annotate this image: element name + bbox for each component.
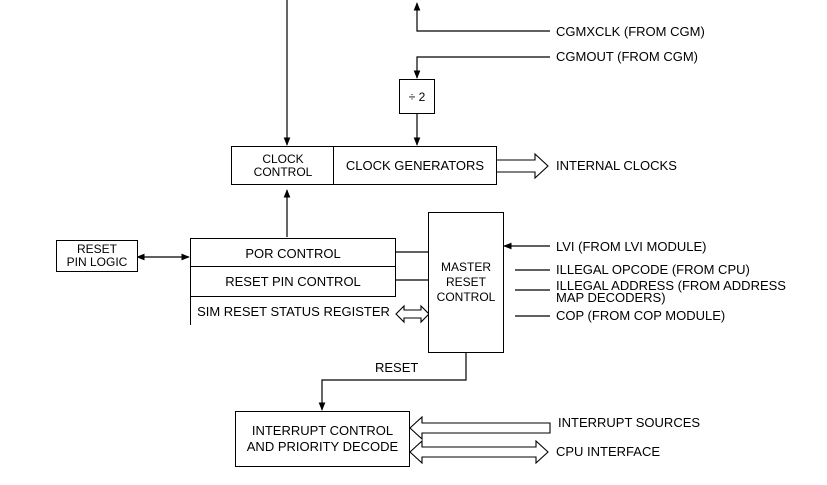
cpu-interface-arrow (409, 439, 549, 465)
clock-control-line-1: CLOCK (262, 151, 304, 166)
reset-pin-control-label: RESET PIN CONTROL (225, 274, 361, 289)
clock-generators-label: CLOCK GENERATORS (345, 158, 485, 173)
divide-by-two-block: ÷ 2 (399, 79, 435, 114)
reset-pin-logic-line-2: PIN LOGIC (66, 255, 128, 269)
cgmxclk-label: CGMXCLK (FROM CGM) (556, 24, 705, 39)
sim-status-bus-arrow (395, 304, 430, 324)
interrupt-sources-label: INTERRUPT SOURCES (558, 415, 701, 430)
reset-output-line (318, 352, 467, 411)
interrupt-line-1: INTERRUPT CONTROL (251, 423, 394, 438)
internal-clocks-arrow (495, 152, 549, 180)
master-reset-control-block: MASTER RESET CONTROL (428, 212, 504, 353)
sim-reset-status-block: SIM RESET STATUS REGISTER (190, 296, 396, 325)
cop-label: COP (FROM COP MODULE) (556, 308, 726, 323)
cgmout-line (413, 56, 550, 79)
illegal-opcode-label: ILLEGAL OPCODE (FROM CPU) (556, 262, 750, 277)
clock-control-line-2: CONTROL (253, 164, 313, 179)
clock-generators-block: CLOCK GENERATORS (333, 146, 497, 185)
master-reset-line-1: MASTER (440, 260, 491, 274)
master-reset-line-3: CONTROL (436, 290, 496, 304)
internal-clocks-label: INTERNAL CLOCKS (556, 158, 677, 173)
reset-pin-logic-line-1: RESET (76, 242, 117, 256)
illegal-address-label-2: MAP DECODERS) (556, 290, 666, 305)
por-control-label: POR CONTROL (245, 245, 341, 261)
reset-pin-control-block: RESET PIN CONTROL (190, 266, 396, 297)
cgmxclk-line (413, 2, 550, 32)
interrupt-sources-arrow (409, 415, 551, 441)
sim-reset-status-label: SIM RESET STATUS REGISTER (197, 303, 390, 319)
master-reset-line-2: RESET (445, 275, 486, 289)
clock-control-block: CLOCK CONTROL (231, 146, 335, 185)
cpu-interface-label: CPU INTERFACE (556, 444, 661, 459)
reset-pin-logic-block: RESET PIN LOGIC (56, 240, 138, 272)
illegal-address-label-1: ILLEGAL ADDRESS (FROM ADDRESS (556, 278, 786, 293)
interrupt-control-block: INTERRUPT CONTROL AND PRIORITY DECODE (235, 411, 410, 467)
reset-label: RESET (375, 360, 419, 375)
lvi-label: LVI (FROM LVI MODULE) (556, 239, 707, 254)
por-control-block: POR CONTROL (190, 238, 396, 268)
divide-by-two-label: ÷ 2 (408, 89, 426, 104)
interrupt-line-2: AND PRIORITY DECODE (246, 439, 399, 454)
cgmout-label: CGMOUT (FROM CGM) (556, 49, 699, 64)
